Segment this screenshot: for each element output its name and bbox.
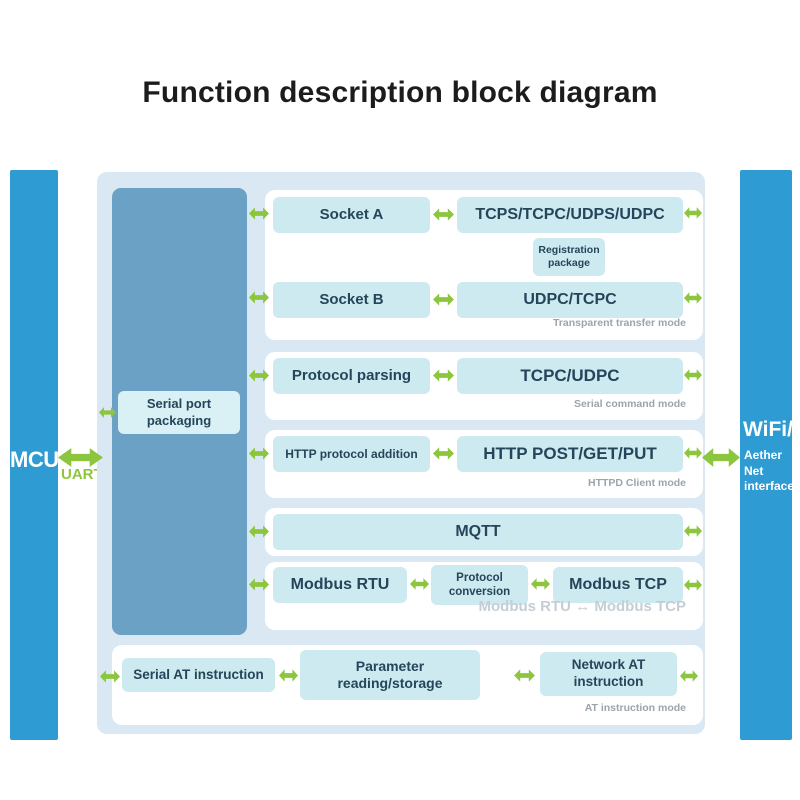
socket-a-protocols-box: TCPS/TCPC/UDPS/UDPC xyxy=(457,197,683,233)
wifi-interface-arrow-icon xyxy=(702,446,740,469)
protocol-parsing-left-arrow-icon xyxy=(249,368,269,383)
protocol-parsing-right-arrow-icon xyxy=(684,368,702,382)
parameter-reading-storage-box: Parameter reading/storage xyxy=(300,650,480,700)
transparent-transfer-mode-label: Transparent transfer mode xyxy=(552,317,686,329)
socket-b-mid-arrow-icon xyxy=(433,292,454,307)
protocol-parsing-mid-arrow-icon xyxy=(433,368,454,383)
http-post-get-put-box: HTTP POST/GET/PUT xyxy=(457,436,683,472)
parameter-network-at-arrow-icon xyxy=(514,668,535,683)
packaging-left-arrow-icon xyxy=(99,406,116,419)
modbus-left-arrow-icon xyxy=(249,577,269,592)
socket-a-right-arrow-icon xyxy=(684,206,702,220)
registration-package-box: Registration package xyxy=(533,238,605,276)
serial-command-mode-label: Serial command mode xyxy=(573,398,686,410)
mcu-bar: MCU xyxy=(10,170,59,740)
serial-port-packaging-box: Serial port packaging xyxy=(118,391,240,434)
http-mid-arrow-icon xyxy=(433,446,454,461)
socket-a-left-arrow-icon xyxy=(249,206,269,221)
net-interface-label: Net interface xyxy=(744,464,795,493)
http-left-arrow-icon xyxy=(249,446,269,461)
socket-a-box: Socket A xyxy=(273,197,430,233)
mcu-uart-arrow-icon xyxy=(58,446,103,469)
serial-at-left-arrow-icon xyxy=(100,669,120,684)
tcpc-udpc-box: TCPC/UDPC xyxy=(457,358,683,394)
wifi-bar: WiFi/ Aether Net interface xyxy=(740,170,795,740)
protocol-parsing-box: Protocol parsing xyxy=(273,358,430,394)
modbus-tcp-box: Modbus TCP xyxy=(553,567,683,603)
modbus-right-arrow-icon xyxy=(684,578,702,592)
network-at-instruction-box: Network AT instruction xyxy=(540,652,677,696)
conversion-modbus-tcp-arrow-icon xyxy=(531,577,550,591)
modbus-rtu-conversion-arrow-icon xyxy=(410,577,429,591)
mqtt-left-arrow-icon xyxy=(249,524,269,539)
aether-label: Aether xyxy=(744,448,783,462)
mcu-label: MCU xyxy=(10,447,59,472)
uart-label: UART xyxy=(61,466,103,483)
httpd-client-mode-label: HTTPD Client mode xyxy=(587,477,686,489)
modbus-rtu-box: Modbus RTU xyxy=(273,567,407,603)
socket-b-right-arrow-icon xyxy=(684,291,702,305)
serial-at-instruction-box: Serial AT instruction xyxy=(122,658,275,692)
protocol-conversion-box: Protocol conversion xyxy=(431,565,528,605)
http-right-arrow-icon xyxy=(684,446,702,460)
socket-a-mid-arrow-icon xyxy=(433,207,454,222)
mqtt-box: MQTT xyxy=(273,514,683,550)
socket-b-left-arrow-icon xyxy=(249,290,269,305)
at-instruction-mode-label: AT instruction mode xyxy=(584,702,686,714)
wifi-label: WiFi/ xyxy=(743,418,793,441)
modbus-mode-label: Modbus RTU ↔ Modbus TCP xyxy=(478,598,686,615)
socket-b-box: Socket B xyxy=(273,282,430,318)
network-at-right-arrow-icon xyxy=(680,669,698,683)
page-title: Function description block diagram xyxy=(142,76,658,109)
serial-at-parameter-arrow-icon xyxy=(279,668,298,683)
http-protocol-addition-box: HTTP protocol addition xyxy=(273,436,430,472)
mqtt-right-arrow-icon xyxy=(684,524,702,538)
socket-b-protocols-box: UDPC/TCPC xyxy=(457,282,683,318)
